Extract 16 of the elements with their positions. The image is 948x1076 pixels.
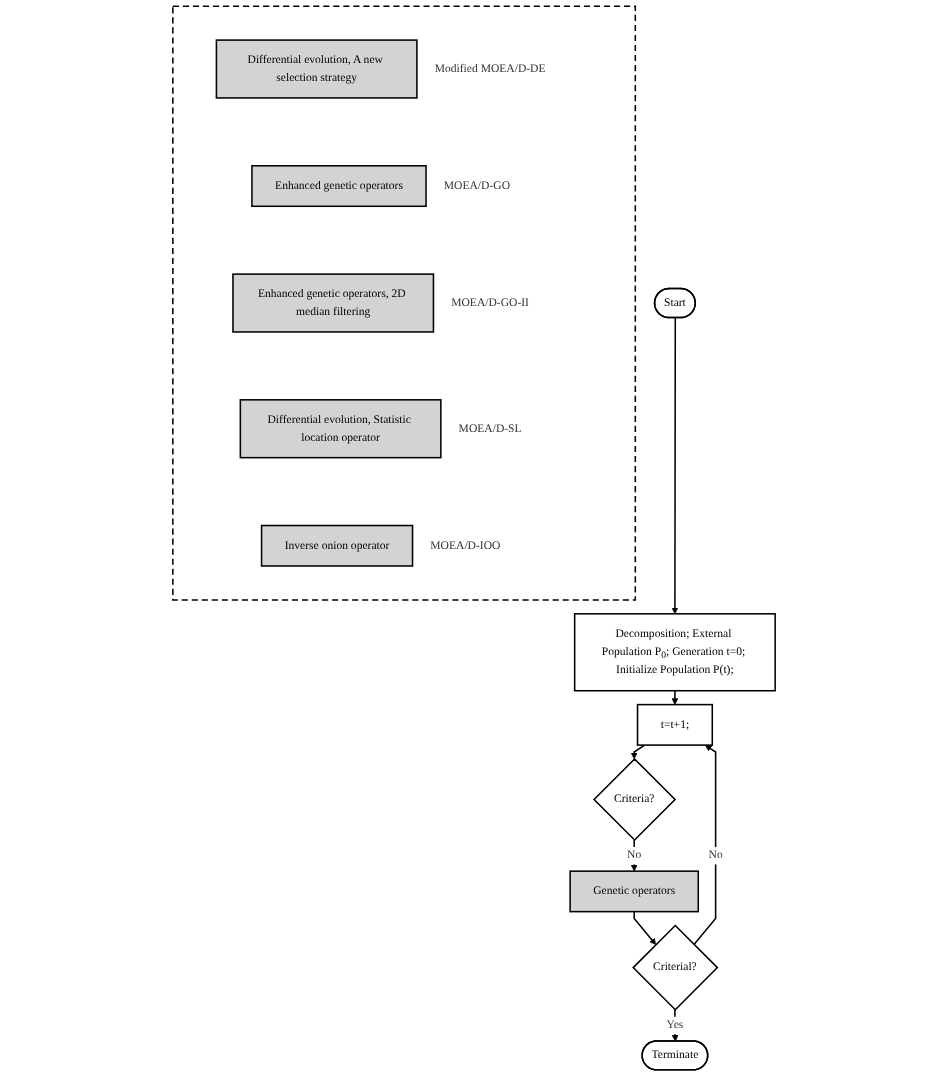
arrow — [671, 317, 679, 615]
node-diamond — [632, 924, 719, 1011]
cluster — [172, 5, 637, 601]
node-box — [636, 703, 714, 746]
arrow — [693, 744, 717, 946]
node-box — [569, 870, 700, 913]
arrow — [633, 910, 657, 945]
node-box — [260, 524, 414, 567]
node-diamond — [593, 757, 677, 841]
node-box — [232, 273, 435, 333]
node-box — [251, 165, 427, 208]
node-box — [215, 39, 418, 99]
node-box — [573, 613, 776, 692]
arrow — [630, 744, 646, 760]
node-box — [239, 399, 442, 459]
arrow — [671, 689, 679, 705]
